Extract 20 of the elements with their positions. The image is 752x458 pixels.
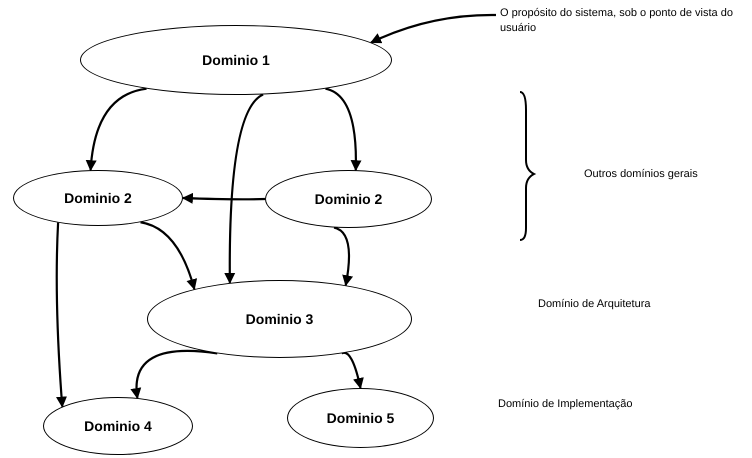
node-label: Dominio 2 [64,188,132,208]
note-text: O propósito do sistema, sob o ponto de vista do usuário [500,6,752,36]
arrow [370,14,496,44]
arrow [325,88,362,172]
node-label: Dominio 5 [326,408,394,428]
arrow [131,350,218,400]
arrow [86,88,147,172]
arrow [224,94,264,284]
annotation-text: Domínio de Implementação [498,397,634,412]
node-label: Dominio 1 [202,50,270,70]
arrow [334,226,353,286]
node-label: Dominio 4 [84,416,152,436]
arrow [140,221,197,290]
arrow [341,352,364,390]
node-label: Dominio 3 [246,310,314,328]
node-label: Dominio 2 [314,190,382,208]
annotation-text: Outros domínios gerais [584,167,699,182]
arrow [56,222,68,408]
annotation-text: Domínio de Arquitetura [538,297,652,312]
arrow [182,192,266,204]
